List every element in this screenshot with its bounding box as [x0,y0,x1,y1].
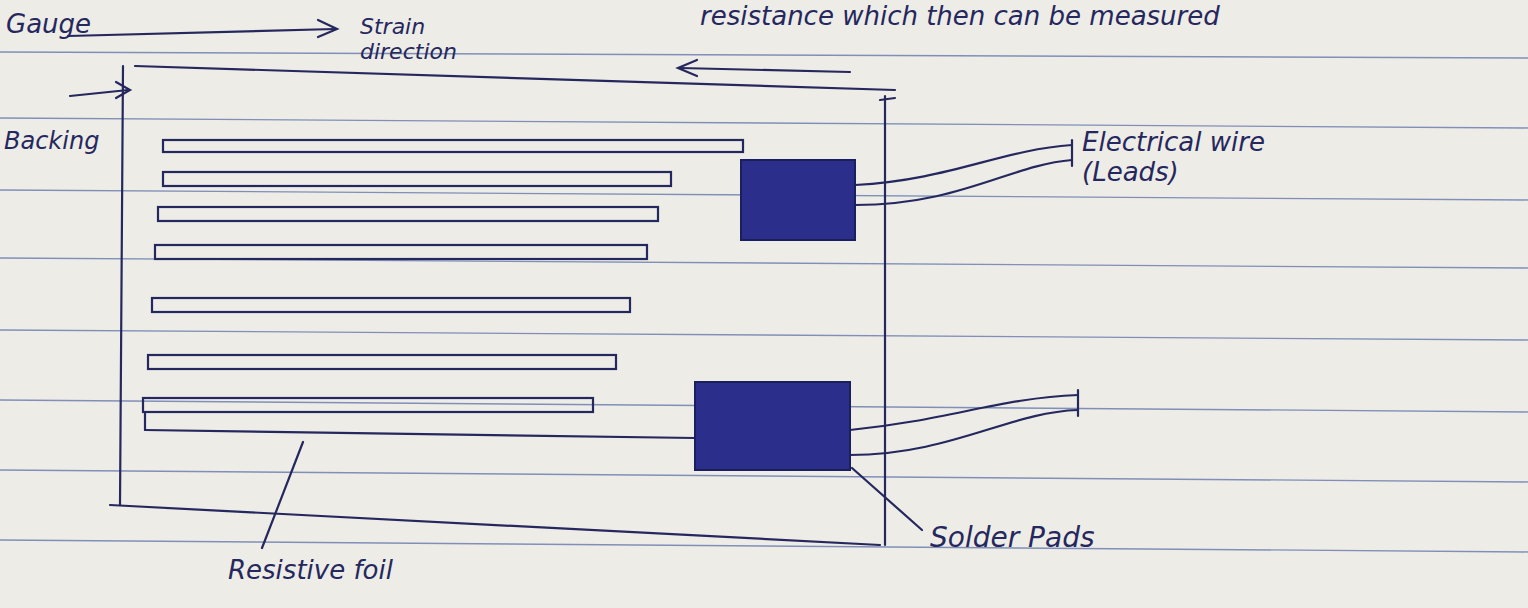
part-name: Strain direction [360,14,520,65]
part-name: Backing [4,128,99,156]
part-name: Electrical wire (Leads) [1082,128,1312,188]
part-name: Resistive foil [228,556,393,586]
solder-pads [695,160,855,470]
notebook-lines [0,52,1528,552]
part-name: Gauge [6,10,91,40]
part-name: Solder Pads [930,522,1095,554]
ink-drawing [68,20,1078,548]
note-text: resistance which then can be measured [700,2,1220,32]
